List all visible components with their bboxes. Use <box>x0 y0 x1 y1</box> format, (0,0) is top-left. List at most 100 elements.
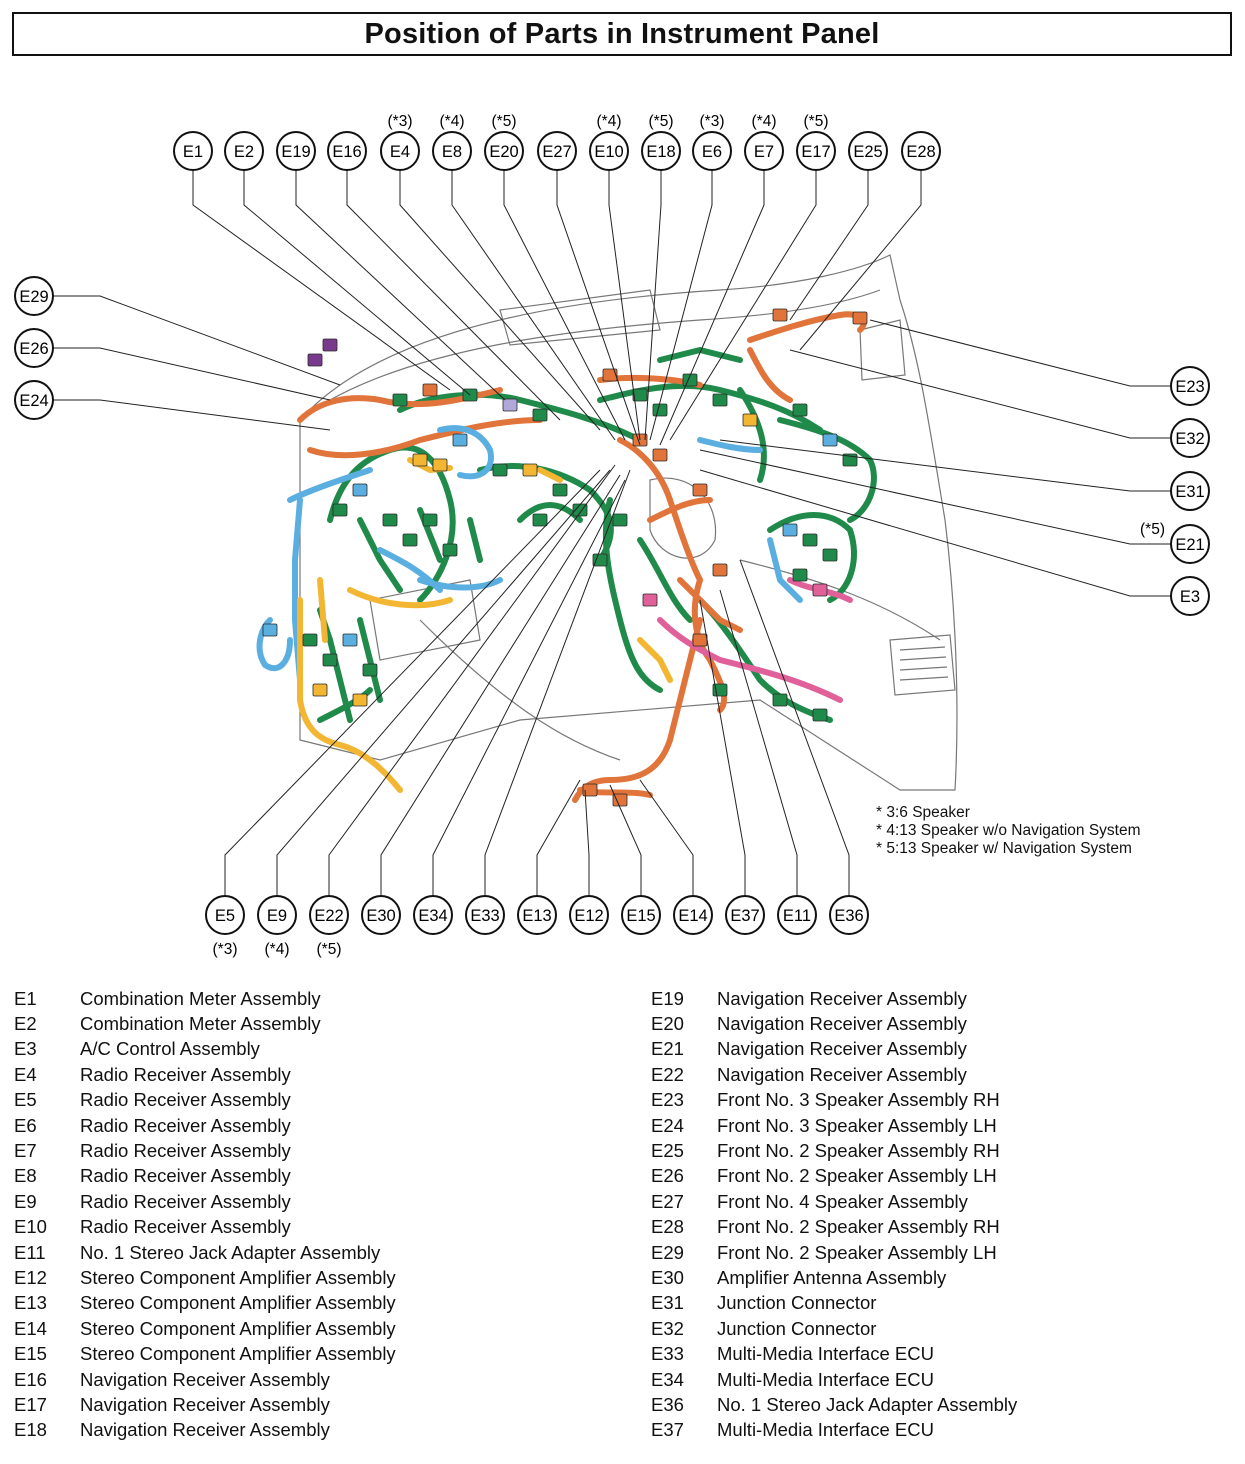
callout-note: (*5) <box>804 113 829 130</box>
callout-circle <box>848 131 888 171</box>
connector-block <box>812 708 828 722</box>
callout-circle <box>380 131 420 171</box>
callout-label: E23 <box>1175 378 1204 396</box>
leader-line <box>608 170 641 441</box>
harness-segment <box>637 537 693 623</box>
callout-note: (*4) <box>597 113 622 130</box>
legend-code: E18 <box>14 1419 47 1441</box>
harness-segment <box>747 347 793 403</box>
callout-label: E6 <box>702 143 722 161</box>
callout-label: E22 <box>314 907 343 925</box>
callout-label: E14 <box>678 907 707 925</box>
callout-e7: E7(*4) <box>744 113 784 171</box>
connector-block <box>312 683 328 697</box>
leader-line <box>789 170 869 321</box>
legend-part-name: Front No. 2 Speaker Assembly RH <box>717 1216 1000 1238</box>
callout-circle <box>673 895 713 935</box>
harness-segment <box>767 537 803 603</box>
callout-e26: E26 <box>14 328 54 368</box>
connector-block <box>412 453 428 467</box>
leader-line <box>719 589 798 896</box>
connector-block <box>692 483 708 497</box>
harness-segment <box>767 512 857 603</box>
leader-line <box>699 469 1171 597</box>
legend-part-name: Navigation Receiver Assembly <box>80 1419 330 1441</box>
callout-label: E29 <box>19 288 48 306</box>
callout-e19: E19 <box>276 131 316 171</box>
callout-label: E17 <box>801 143 830 161</box>
connector-blocks <box>262 308 868 807</box>
callout-circle <box>327 131 367 171</box>
callout-note: (*3) <box>388 113 413 130</box>
callout-label: E5 <box>215 907 235 925</box>
connector-block <box>452 433 468 447</box>
callout-label: E28 <box>906 143 935 161</box>
leader-line <box>739 559 850 896</box>
legend-code: E8 <box>14 1165 37 1187</box>
callout-e23: E23 <box>1170 366 1210 406</box>
connector-block <box>592 553 608 567</box>
callout-label: E1 <box>183 143 203 161</box>
connector-block <box>492 463 508 477</box>
connector-block <box>352 693 368 707</box>
legend-part-name: Navigation Receiver Assembly <box>80 1368 330 1390</box>
leader-line <box>719 439 1171 492</box>
connector-block <box>442 543 458 557</box>
legend-part-name: Radio Receiver Assembly <box>80 1165 291 1187</box>
callout-circle <box>641 131 681 171</box>
connector-block <box>402 533 418 547</box>
harness-segment <box>691 577 728 713</box>
legend-code: E20 <box>651 1013 684 1035</box>
legend-code: E21 <box>651 1038 684 1060</box>
legend-row: E4 Radio Receiver Assembly <box>14 1062 396 1087</box>
legend-part-name: Junction Connector <box>717 1317 877 1339</box>
legend-part-name: Navigation Receiver Assembly <box>80 1393 330 1415</box>
connector-block <box>652 403 668 417</box>
callout-circle <box>1170 576 1210 616</box>
callout-e6: E6(*3) <box>692 113 732 171</box>
legend-part-name: Radio Receiver Assembly <box>80 1063 291 1085</box>
legend-code: E6 <box>14 1114 37 1136</box>
legend-code: E23 <box>651 1089 684 1111</box>
leader-lines <box>53 170 1171 896</box>
leader-line <box>346 170 561 421</box>
legend-code: E32 <box>651 1317 684 1339</box>
callout-note: (*5) <box>1140 521 1165 538</box>
leader-line <box>328 464 616 896</box>
legend-code: E19 <box>651 987 684 1009</box>
legend-code: E2 <box>14 1013 37 1035</box>
callout-circle <box>1170 524 1210 564</box>
connector-block <box>772 693 788 707</box>
legend-part-name: Radio Receiver Assembly <box>80 1190 291 1212</box>
connector-block <box>322 338 338 352</box>
leader-line <box>644 170 662 441</box>
callout-e3: E3 <box>1170 576 1210 616</box>
callout-e15: E15 <box>621 895 661 935</box>
legend-part-name: Combination Meter Assembly <box>80 987 321 1009</box>
callout-label: E27 <box>542 143 571 161</box>
harness-segment <box>397 391 643 443</box>
legend-code: E27 <box>651 1190 684 1212</box>
connector-block <box>382 513 398 527</box>
legend-code: E4 <box>14 1063 37 1085</box>
speaker-notes: * 3:6 Speaker * 4:13 Speaker w/o Navigat… <box>876 804 1141 858</box>
legend-part-name: Front No. 2 Speaker Assembly LH <box>717 1241 997 1263</box>
leader-line <box>649 170 713 441</box>
callout-circle <box>361 895 401 935</box>
